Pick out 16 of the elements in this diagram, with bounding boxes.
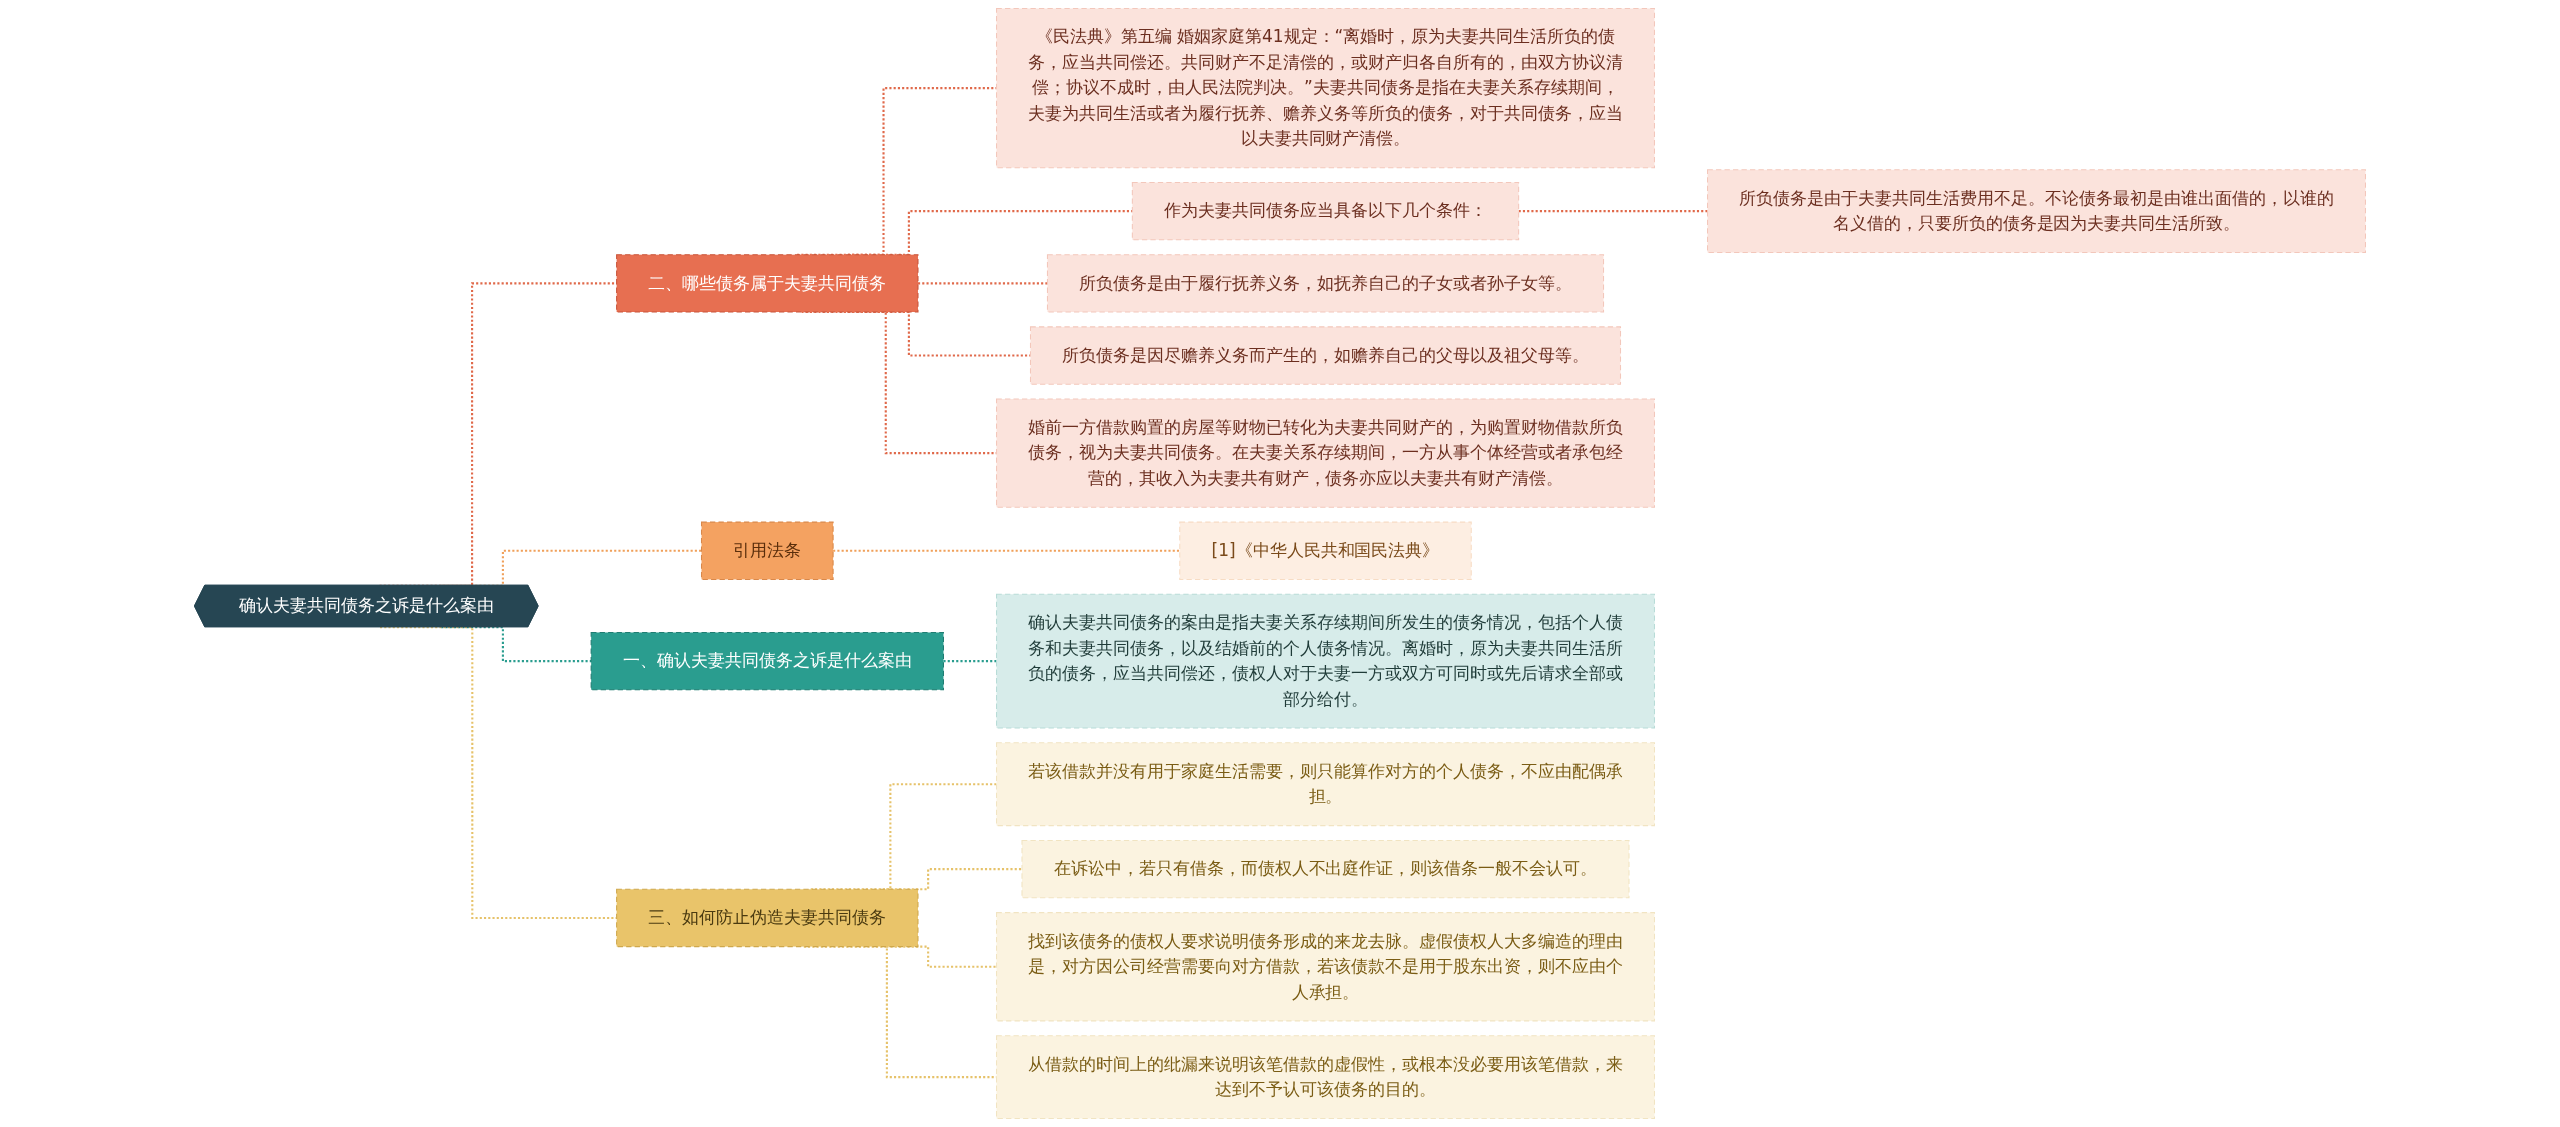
node-box: 一、确认夫妻共同债务之诉是什么案由 (590, 631, 944, 691)
node-box: [1]《中华人民共和国民法典》 (1179, 521, 1472, 580)
node-box: 所负债务是由于履行抚养义务，如抚养自己的子女或者孙子女等。 (1046, 254, 1605, 313)
node-box: 从借款的时间上的纰漏来说明该笔借款的虚假性，或根本没必要用该笔借款，来达到不予认可该债务的目的。 (996, 1035, 1655, 1120)
node-box: 二、哪些债务属于夫妻共同债务 (616, 254, 919, 313)
node-box: 确认夫妻共同债务的案由是指夫妻关系存续期间所发生的债务情况，包括个人债务和夫妻共同债务，以及结婚前的个人债务情况。离婚时，原为夫妻共同生活所负的债务，应当共同偿还，债权人对于夫妻一方或双方可同时或先后请求全部或部分给付。 (996, 593, 1655, 729)
node-box: 三、如何防止伪造夫妻共同债务 (616, 888, 919, 948)
node-box: 在诉讼中，若只有借条，而债权人不出庭作证，则该借条一般不会认可。 (1021, 839, 1630, 899)
node-box: 所负债务是因尽赡养义务而产生的，如赡养自己的父母以及祖父母等。 (1029, 326, 1622, 385)
node-box: 《民法典》第五编 婚姻家庭第41规定：“离婚时，原为夫妻共同生活所负的债务，应当共同偿还。共同财产不足清偿的，或财产归各自所有的，由双方协议清偿；协议不成时，由人民法院判决。”夫妻共同债务是指在夫妻关系存续期间，夫妻为共同生活或者为履行抚养、赡养义务等所负的债务，对于共同债务，应当以夫妻共同财产清偿。 (996, 7, 1655, 169)
node-box: 若该借款并没有用于家庭生活需要，则只能算作对方的个人债务，不应由配偶承担。 (996, 742, 1655, 827)
node-box: 作为夫妻共同债务应当具备以下几个条件： (1131, 182, 1520, 241)
node-box: 所负债务是由于夫妻共同生活费用不足。不论债务最初是由谁出面借的，以谁的名义借的，只要所负的债务是因为夫妻共同生活所致。 (1707, 169, 2366, 254)
node-box: 引用法条 (701, 521, 834, 580)
node-box: 婚前一方借款购置的房屋等财物已转化为夫妻共同财产的，为购置财物借款所负债务，视为夫妻共同债务。在夫妻关系存续期间，一方从事个体经营或者承包经营的，其收入为夫妻共有财产，债务亦应以夫妻共有财产清偿。 (996, 398, 1655, 508)
node-box: 找到该债务的债权人要求说明债务形成的来龙去脉。虚假债权人大多编造的理由是，对方因公司经营需要向对方借款，若该债款不是用于股东出资，则不应由个人承担。 (996, 912, 1655, 1022)
